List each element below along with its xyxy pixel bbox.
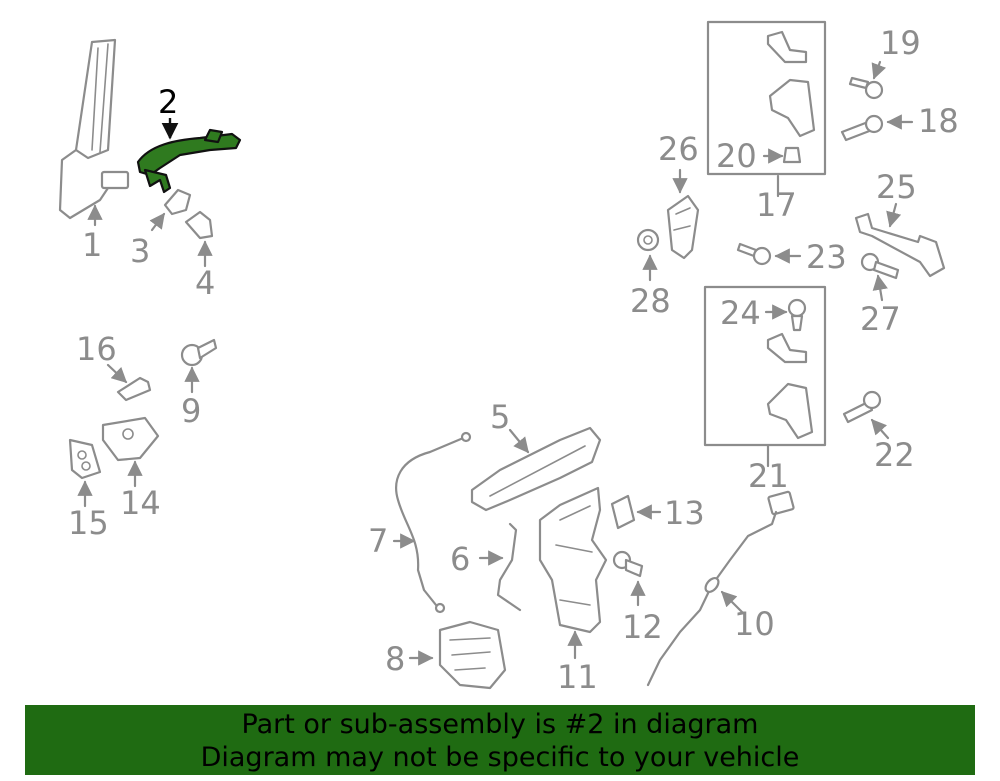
part-14-bracket: 14 bbox=[101, 416, 161, 522]
part-25-check-strap: 25 bbox=[854, 168, 946, 278]
callout-22: 22 bbox=[874, 436, 915, 474]
callout-28: 28 bbox=[630, 282, 671, 320]
part-10-cable: 10 bbox=[646, 490, 795, 687]
callout-19: 19 bbox=[880, 24, 921, 62]
callout-20: 20 bbox=[716, 137, 757, 175]
callout-27: 27 bbox=[860, 300, 901, 338]
part-26-bracket: 26 bbox=[658, 130, 700, 260]
part-12-bolt: 12 bbox=[612, 550, 663, 646]
part-7-cable: 7 bbox=[368, 431, 472, 614]
callout-10: 10 bbox=[734, 605, 775, 643]
callout-24: 24 bbox=[720, 294, 761, 332]
part-9-screw: 9 bbox=[180, 338, 218, 430]
callout-12: 12 bbox=[622, 608, 663, 646]
callout-16: 16 bbox=[76, 330, 117, 368]
callout-6: 6 bbox=[450, 540, 470, 578]
info-banner: Part or sub-assembly is #2 in diagram Di… bbox=[25, 705, 975, 775]
part-2-exterior-handle: 2 bbox=[136, 83, 242, 194]
part-4-clip: 4 bbox=[184, 210, 215, 302]
callout-7: 7 bbox=[368, 522, 388, 560]
callout-14: 14 bbox=[120, 484, 161, 522]
callout-25: 25 bbox=[876, 168, 917, 206]
callout-17: 17 bbox=[756, 186, 797, 224]
part-15-pad: 15 bbox=[68, 438, 109, 542]
part-24-bolt: 24 bbox=[720, 294, 807, 332]
callout-8: 8 bbox=[385, 640, 405, 678]
callout-4: 4 bbox=[195, 264, 215, 302]
callout-21: 21 bbox=[748, 457, 789, 495]
callout-1: 1 bbox=[82, 226, 102, 264]
part-28-nut: 28 bbox=[630, 228, 671, 320]
parts-diagram: 1 2 3 4 16 9 14 bbox=[58, 20, 959, 696]
part-23-bolt: 23 bbox=[736, 238, 847, 276]
callout-23: 23 bbox=[806, 238, 847, 276]
callout-13: 13 bbox=[664, 494, 705, 532]
part-1-run-channel: 1 bbox=[58, 38, 130, 264]
callout-3: 3 bbox=[130, 232, 150, 270]
part-11-bracket: 11 bbox=[538, 486, 608, 696]
banner-line-1: Part or sub-assembly is #2 in diagram bbox=[241, 709, 759, 740]
part-3-handle-cap: 3 bbox=[130, 188, 192, 270]
part-22-bolt: 22 bbox=[842, 390, 915, 474]
callout-15: 15 bbox=[68, 504, 109, 542]
callout-2: 2 bbox=[158, 83, 178, 121]
callout-9: 9 bbox=[181, 392, 201, 430]
part-27-bolt: 27 bbox=[860, 252, 901, 338]
part-16-pin: 16 bbox=[76, 330, 152, 402]
part-20-bolt: 20 bbox=[716, 137, 802, 175]
banner-line-2: Diagram may not be specific to your vehi… bbox=[200, 742, 800, 773]
callout-5: 5 bbox=[490, 398, 510, 436]
callout-26: 26 bbox=[658, 130, 699, 168]
part-5-handle-assembly: 5 bbox=[470, 398, 602, 512]
callout-11: 11 bbox=[557, 658, 598, 696]
part-13-clip: 13 bbox=[610, 494, 705, 532]
part-21-lower-hinge: 21 bbox=[703, 285, 827, 495]
part-8-latch: 8 bbox=[385, 620, 507, 690]
callout-18: 18 bbox=[918, 102, 959, 140]
part-18-bolt: 18 bbox=[840, 102, 959, 142]
part-19-bolt: 19 bbox=[848, 24, 921, 100]
part-17-upper-hinge: 17 bbox=[706, 20, 827, 224]
part-6-rod: 6 bbox=[450, 522, 522, 612]
